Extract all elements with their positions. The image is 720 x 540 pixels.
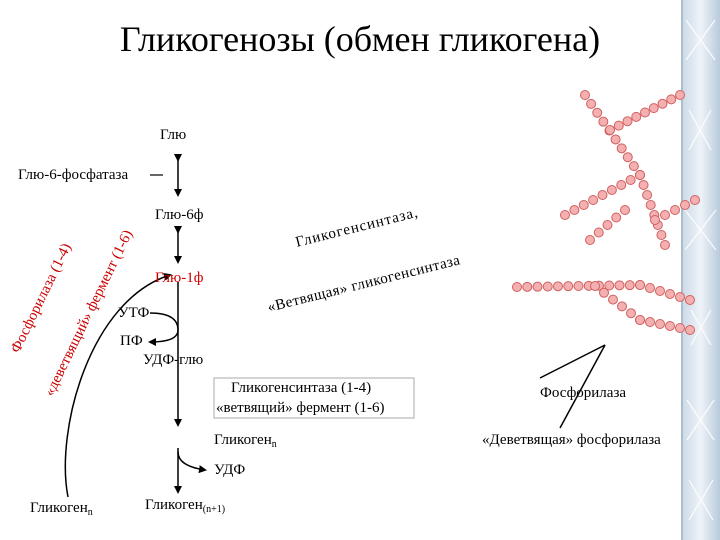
label-glycogen-n: Гликогенn — [214, 432, 277, 450]
glycogen-bead — [614, 280, 625, 291]
glycogen-bead — [563, 281, 574, 292]
glycogen-bead — [613, 120, 624, 131]
label-glycogen-n1: Гликоген(n+1) — [145, 497, 226, 515]
page-title: Гликогенозы (обмен гликогена) — [119, 19, 601, 59]
glycogen-bead — [685, 295, 695, 305]
glycogen-bead — [657, 98, 668, 109]
glycogen-bead — [522, 281, 533, 292]
glycogen-bead — [628, 161, 639, 172]
glycogen-bead — [690, 195, 700, 205]
phosphorylase-pointer — [539, 344, 606, 379]
label-glu6p: Глю-6ф — [155, 207, 204, 223]
glycogen-bead — [635, 315, 645, 325]
glycogen-bead — [624, 280, 635, 291]
glycogen-bead — [599, 287, 609, 298]
label-glu1p: Глю-1ф — [155, 270, 204, 286]
glycogen-bead — [626, 308, 636, 319]
glycogen-bead — [656, 230, 667, 240]
glycogen-bead — [512, 282, 522, 292]
glycogen-bead — [660, 210, 670, 220]
label-glu6phosphatase: Глю-6-фосфатаза — [18, 167, 129, 183]
label-utp: УТФ — [118, 305, 150, 321]
glycogen-bead — [588, 195, 599, 205]
glycogen-bead — [532, 281, 543, 292]
glycogen-bead — [602, 220, 613, 230]
glycogen-bead — [645, 200, 656, 210]
glycogen-bead — [635, 170, 645, 180]
label-phosphorylase: Фосфорилаза — [540, 385, 627, 401]
frost-decoration — [681, 0, 720, 540]
glycogen-bead — [622, 116, 633, 127]
glycogen-bead — [560, 210, 570, 220]
glycogen-bead — [620, 205, 630, 215]
label-ppi: ПФ — [120, 333, 143, 349]
glycogen-bead — [645, 317, 655, 327]
glycogen-bead — [666, 94, 677, 105]
glycogen-bead — [648, 103, 659, 114]
glycogen-bead — [675, 323, 685, 333]
glycogen-bead-chains — [512, 90, 700, 335]
glycogen-bead — [586, 98, 597, 109]
udp-curve-arrow — [177, 451, 207, 474]
label-glu: Глю — [160, 127, 187, 143]
glycogen-bead — [670, 205, 680, 215]
glycogen-bead — [635, 280, 645, 290]
phosphorylase-return-arc — [64, 272, 172, 498]
glycogen-bead — [675, 292, 685, 302]
glycogen-bead — [608, 294, 618, 305]
glycogen-bead — [622, 152, 633, 163]
glycogen-bead — [625, 175, 636, 185]
glycogen-bead — [645, 283, 655, 293]
glycogen-bead — [606, 185, 617, 195]
glycogen-bead — [642, 190, 653, 200]
glycogen-bead — [655, 286, 665, 296]
glycogen-bead — [593, 227, 604, 238]
glycogen-bead — [665, 289, 675, 299]
debranching-pointer — [559, 344, 606, 429]
label-debranching-phosphorylase: «Деветвящая» фосфорилаза — [482, 432, 661, 448]
glycogen-bead — [675, 90, 685, 100]
glycogen-bead — [590, 281, 600, 291]
synthase-box — [213, 377, 415, 419]
glycogen-bead — [578, 200, 589, 210]
glycogen-bead — [598, 116, 609, 127]
label-udpglu: УДФ-глю — [143, 352, 204, 368]
glycogen-bead — [553, 281, 563, 292]
glycogen-bead — [638, 180, 649, 190]
label-udp: УДФ — [214, 462, 246, 478]
synthase-line2: «ветвящий» фермент (1-6) — [216, 400, 385, 416]
glycogen-bead — [665, 321, 675, 331]
glycogen-bead — [610, 134, 621, 145]
utp-curve-arrow — [148, 312, 179, 346]
glycogen-bead — [592, 107, 603, 118]
glycogen-bead — [616, 180, 627, 190]
glycogen-bead — [542, 281, 553, 292]
glycogen-bead — [631, 111, 642, 122]
glycogen-bead — [660, 240, 670, 250]
glycogen-bead — [685, 325, 695, 335]
glycogen-bead — [604, 280, 615, 291]
glycogen-bead — [655, 319, 665, 329]
glycogen-bead — [611, 212, 622, 223]
glycogen-bead — [573, 281, 584, 291]
glycogen-bead — [640, 107, 650, 118]
glycogen-bead — [617, 301, 627, 312]
glycogen-bead — [580, 90, 590, 100]
glycogen-bead — [585, 235, 595, 245]
label-glycogen-n-left: Гликогенn — [30, 500, 93, 518]
glycogen-bead — [569, 205, 580, 215]
glycogen-bead — [616, 143, 627, 154]
glycogen-bead — [680, 200, 690, 210]
glycogen-bead — [605, 125, 615, 135]
glycogen-bead — [650, 215, 660, 225]
synthase-line1: Гликогенсинтаза (1-4) — [231, 380, 372, 396]
glycogen-bead — [597, 190, 608, 200]
